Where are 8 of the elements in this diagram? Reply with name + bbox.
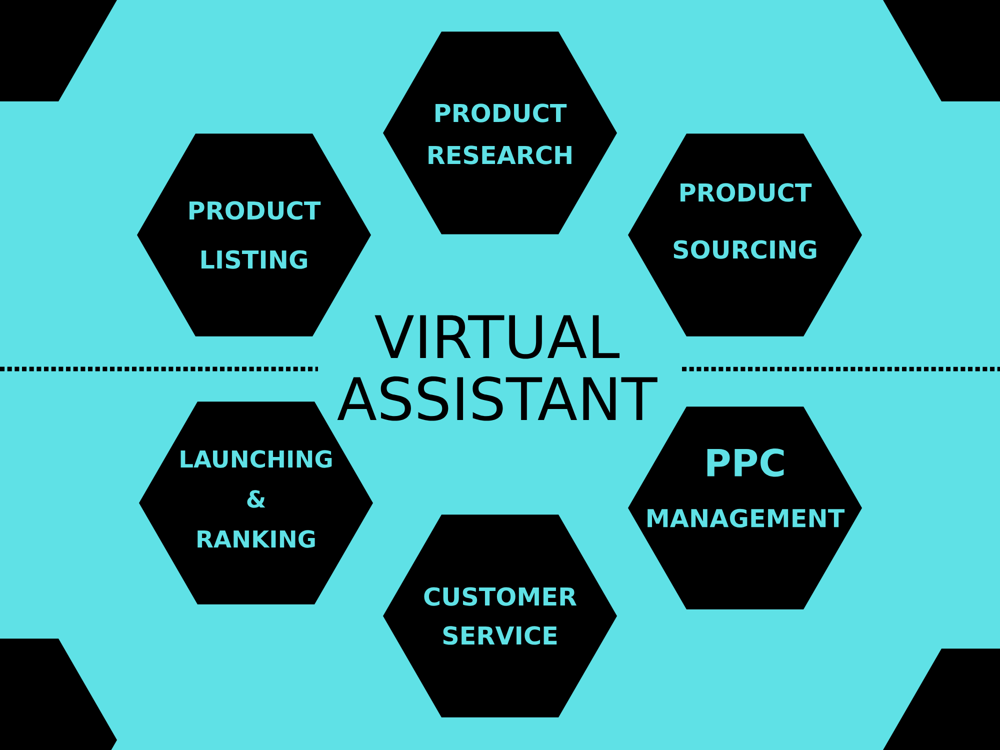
hexagon: PRODUCT RESEARCH — [383, 32, 617, 234]
hexagon-fragment — [0, 0, 117, 102]
hexagon-fragment — [0, 638, 117, 750]
hexagon-fragment — [883, 0, 1000, 102]
hexagon: PRODUCT SOURCING — [628, 134, 862, 336]
hexagon-fragment — [883, 648, 1000, 750]
hexagon: PRODUCT LISTING — [137, 134, 371, 336]
hexagon: CUSTOMER SERVICE — [383, 514, 617, 718]
